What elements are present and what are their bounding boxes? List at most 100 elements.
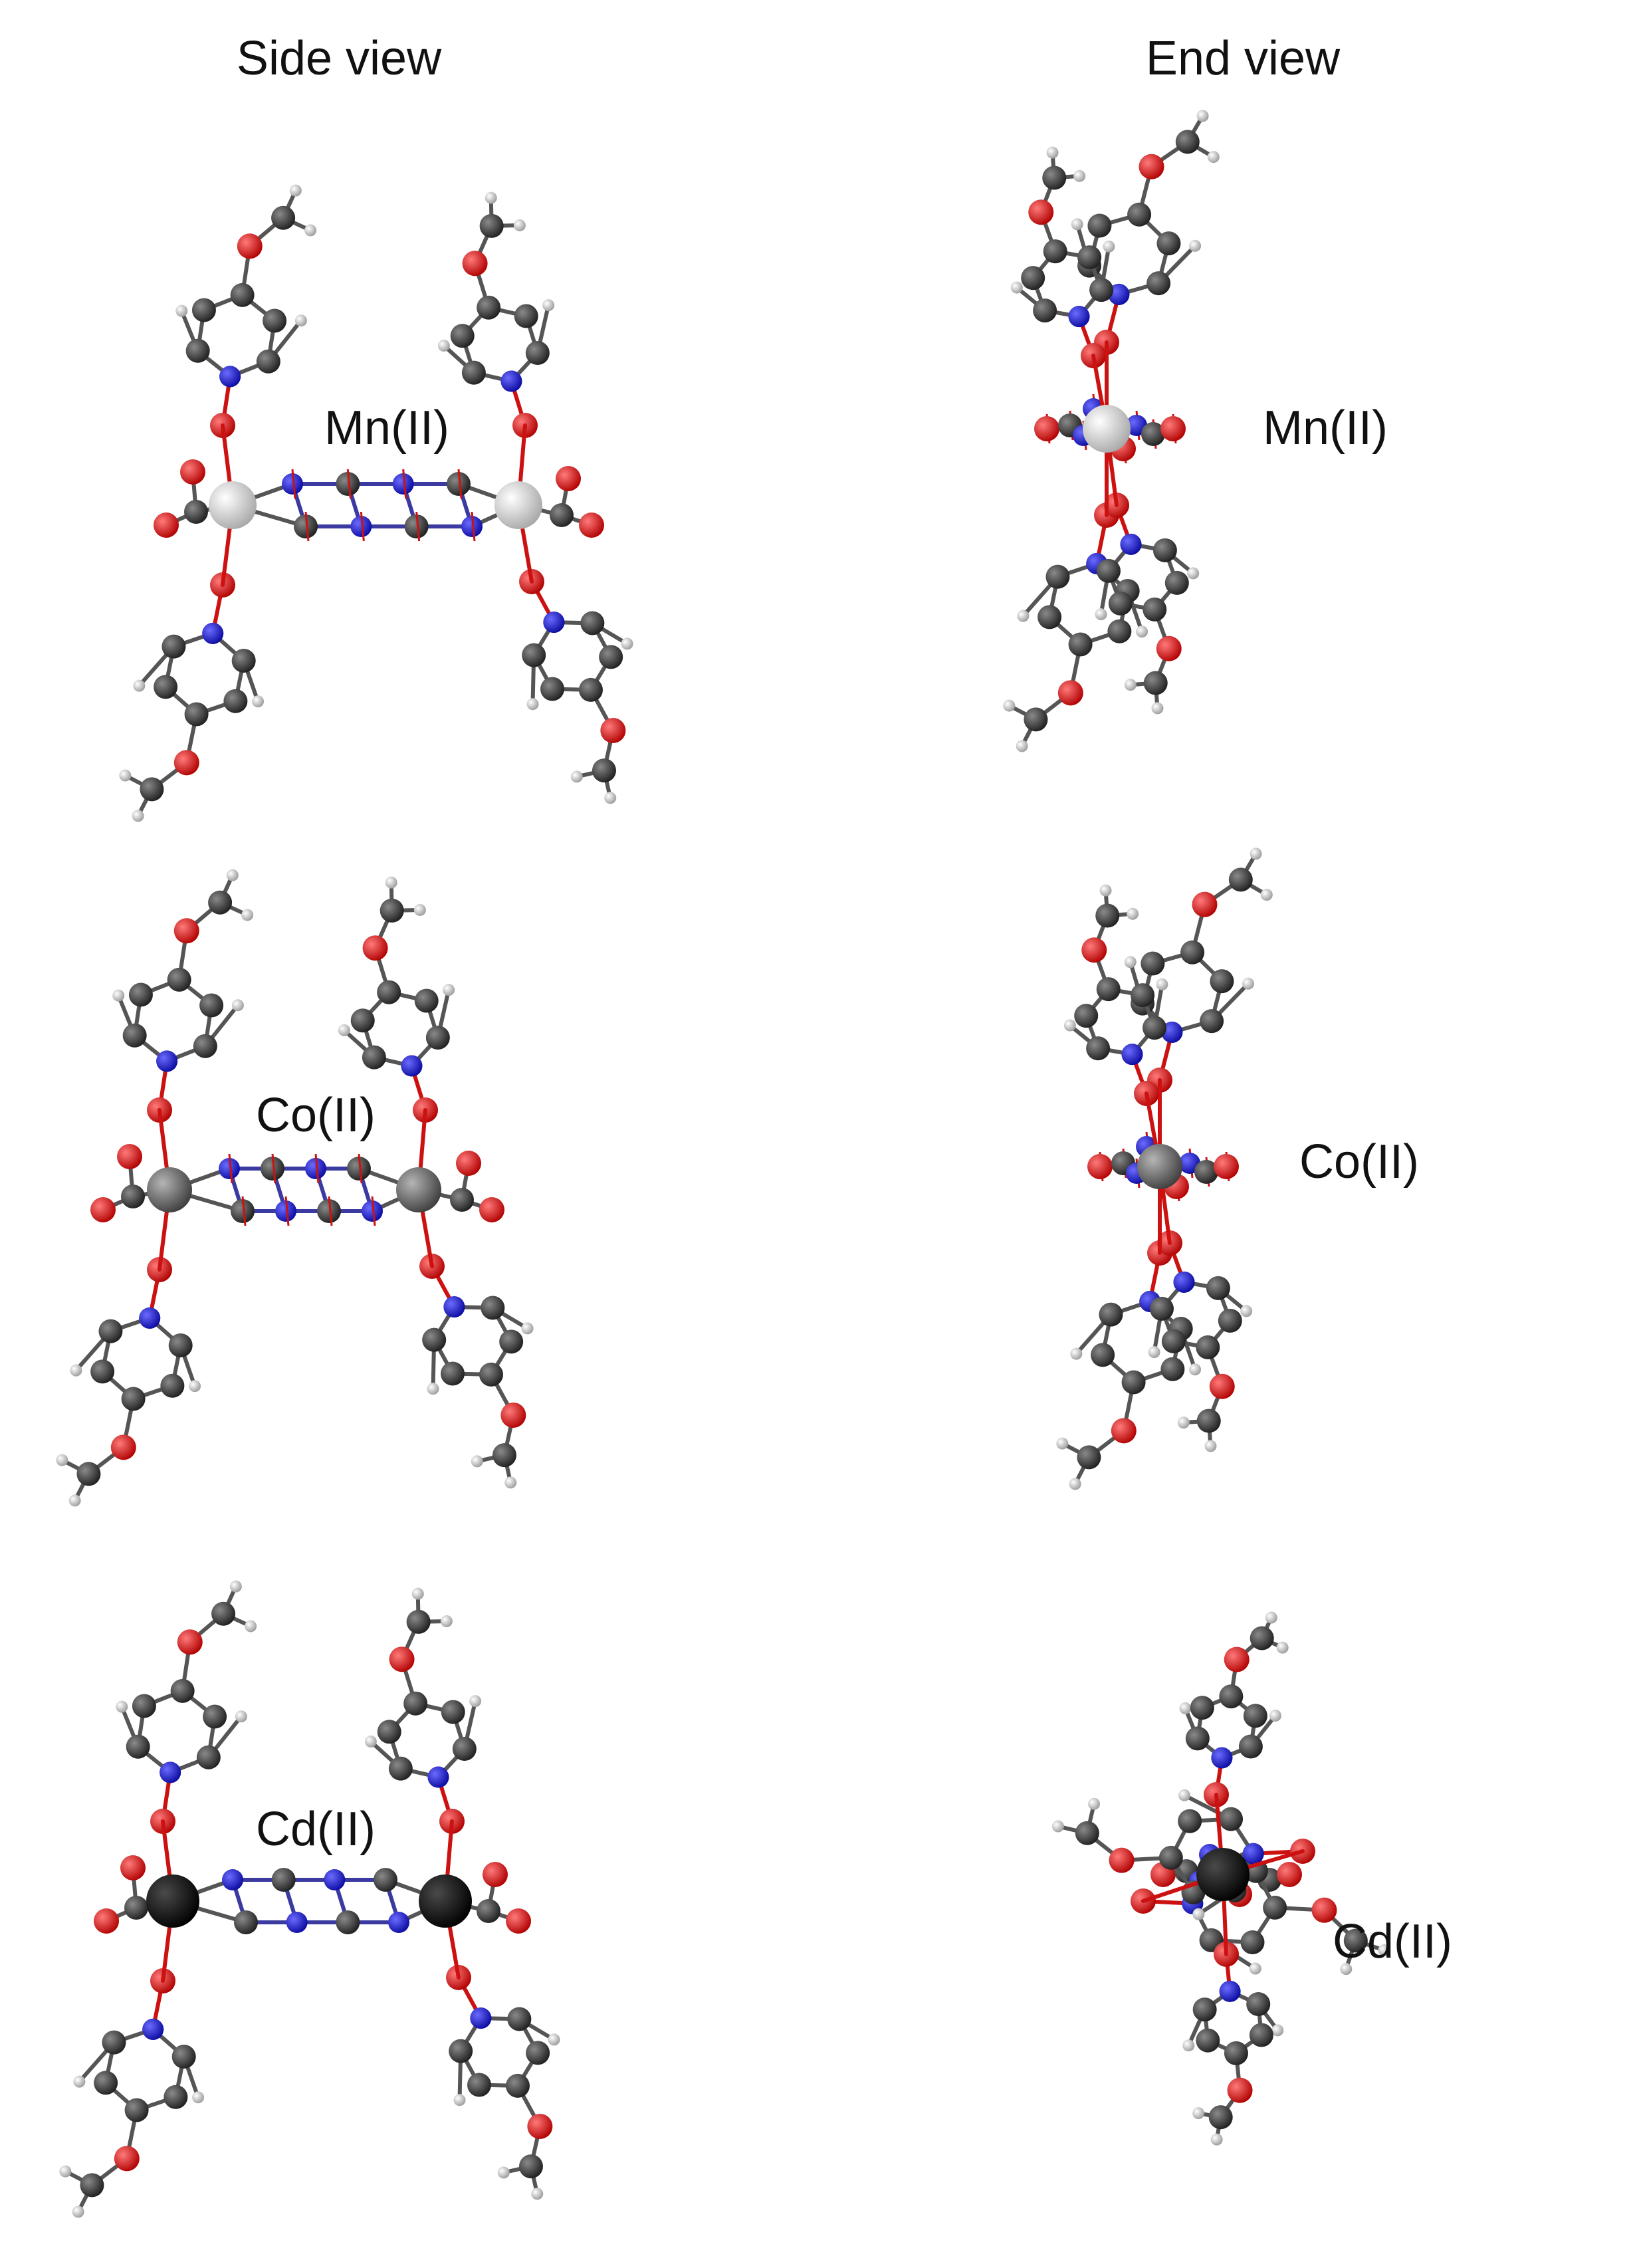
hydrogen-atom bbox=[1276, 1641, 1289, 1654]
carbon-atom bbox=[522, 643, 546, 667]
nitrogen-atom bbox=[401, 1055, 423, 1077]
oxygen-atom bbox=[1034, 416, 1059, 441]
hydrogen-atom bbox=[548, 2033, 560, 2046]
carbon-atom bbox=[1246, 1992, 1271, 2017]
thermal-bar bbox=[291, 469, 296, 499]
hydrogen-atom bbox=[304, 224, 317, 237]
oxygen-atom bbox=[1156, 635, 1182, 661]
hydrogen-atom bbox=[1242, 977, 1255, 990]
nitrogen-atom bbox=[1068, 306, 1090, 328]
nitrogen-atom bbox=[500, 370, 522, 392]
hydrogen-atom bbox=[1136, 625, 1148, 638]
carbon-atom bbox=[1146, 271, 1171, 296]
nitrogen-atom bbox=[156, 1050, 178, 1072]
carbon-atom bbox=[578, 677, 603, 702]
cd-side-label: Cd(II) bbox=[256, 1803, 376, 1856]
hydrogen-atom bbox=[1192, 1908, 1205, 1920]
oxygen-atom bbox=[527, 2113, 553, 2139]
hydrogen-atom bbox=[1177, 1417, 1190, 1429]
carbon-atom bbox=[140, 777, 164, 802]
carbon-atom bbox=[263, 308, 287, 333]
oxygen-atom bbox=[110, 1434, 136, 1460]
hydrogen-atom bbox=[56, 1454, 68, 1466]
carbon-atom bbox=[1089, 278, 1114, 302]
carbon-atom bbox=[1208, 2105, 1233, 2130]
carbon-atom bbox=[450, 1188, 474, 1212]
thermal-bar bbox=[360, 511, 365, 542]
nitrogen-atom bbox=[1219, 1980, 1241, 2002]
carbon-atom bbox=[234, 1910, 258, 1934]
carbon-atom bbox=[403, 1691, 428, 1716]
nitrogen-atom bbox=[1120, 533, 1142, 555]
nitrogen-atom bbox=[443, 1296, 465, 1318]
carbon-atom bbox=[1091, 1343, 1115, 1367]
oxygen-atom bbox=[117, 1144, 142, 1169]
oxygen-atom bbox=[462, 251, 488, 277]
carbon-atom bbox=[208, 890, 233, 915]
hydrogen-atom bbox=[1095, 608, 1107, 621]
carbon-atom bbox=[1192, 1997, 1217, 2022]
carbon-atom bbox=[377, 980, 401, 1004]
oxygen-atom bbox=[173, 750, 199, 776]
nitrogen-atom bbox=[282, 473, 303, 495]
carbon-atom bbox=[1343, 1928, 1368, 1953]
hydrogen-atom bbox=[1207, 151, 1220, 164]
carbon-atom bbox=[479, 213, 504, 238]
carbon-atom bbox=[1042, 166, 1067, 190]
nitrogen-atom bbox=[160, 1761, 181, 1783]
hydrogen-atom bbox=[604, 792, 617, 804]
carbon-atom bbox=[1077, 1445, 1101, 1470]
oxygen-atom bbox=[1227, 2077, 1253, 2103]
carbon-atom bbox=[1143, 1016, 1167, 1040]
hydrogen-atom bbox=[1151, 702, 1164, 715]
carbon-atom bbox=[184, 500, 208, 524]
carbon-atom bbox=[203, 1704, 227, 1729]
carbon-atom bbox=[592, 758, 616, 783]
carbon-atom bbox=[1249, 2023, 1273, 2047]
hydrogen-atom bbox=[1088, 1797, 1101, 1810]
carbon-atom bbox=[154, 675, 178, 699]
oxygen-atom bbox=[1192, 891, 1218, 917]
thermal-bar bbox=[457, 469, 463, 499]
oxygen-atom bbox=[154, 512, 179, 538]
nitrogen-atom bbox=[427, 1766, 449, 1788]
carbon-atom bbox=[230, 283, 255, 307]
hydrogen-atom bbox=[133, 679, 146, 692]
hydrogen-atom bbox=[1179, 1702, 1192, 1715]
carbon-atom bbox=[261, 1157, 284, 1181]
nitrogen-atom bbox=[139, 1307, 161, 1329]
hydrogen-atom bbox=[1056, 1437, 1069, 1450]
carbon-atom bbox=[447, 472, 471, 496]
carbon-atom bbox=[1250, 1626, 1274, 1650]
hydrogen-atom bbox=[1182, 2039, 1195, 2052]
hydrogen-atom bbox=[1070, 1347, 1083, 1360]
carbon-atom bbox=[1200, 1009, 1224, 1034]
mn-end-label: Mn(II) bbox=[1263, 401, 1388, 455]
hydrogen-atom bbox=[189, 1380, 201, 1393]
hydrogen-atom bbox=[132, 810, 144, 822]
manganese-atom bbox=[494, 481, 542, 529]
thermal-bar bbox=[241, 1196, 247, 1226]
hydrogen-atom bbox=[471, 1455, 483, 1468]
carbon-atom bbox=[132, 1694, 156, 1718]
hydrogen-atom bbox=[1196, 110, 1209, 122]
carbon-atom bbox=[441, 1700, 465, 1724]
nitrogen-atom bbox=[461, 516, 483, 537]
carbon-atom bbox=[1224, 2041, 1248, 2065]
side-view-header: Side view bbox=[237, 32, 442, 85]
nitrogen-atom bbox=[219, 366, 241, 388]
hydrogen-atom bbox=[68, 1494, 81, 1507]
hydrogen-atom bbox=[289, 184, 302, 197]
carbon-atom bbox=[450, 324, 475, 348]
nitrogen-atom bbox=[1173, 1271, 1195, 1293]
manganese-atom bbox=[1083, 405, 1131, 453]
carbon-atom bbox=[1141, 951, 1165, 976]
carbon-atom bbox=[171, 2044, 196, 2069]
hydrogen-atom bbox=[1051, 1820, 1064, 1833]
nitrogen-atom bbox=[142, 2018, 164, 2040]
carbon-atom bbox=[1178, 1809, 1202, 1833]
hydrogen-atom bbox=[440, 1615, 453, 1627]
carbon-atom bbox=[404, 514, 429, 538]
oxygen-atom bbox=[1109, 1847, 1135, 1873]
